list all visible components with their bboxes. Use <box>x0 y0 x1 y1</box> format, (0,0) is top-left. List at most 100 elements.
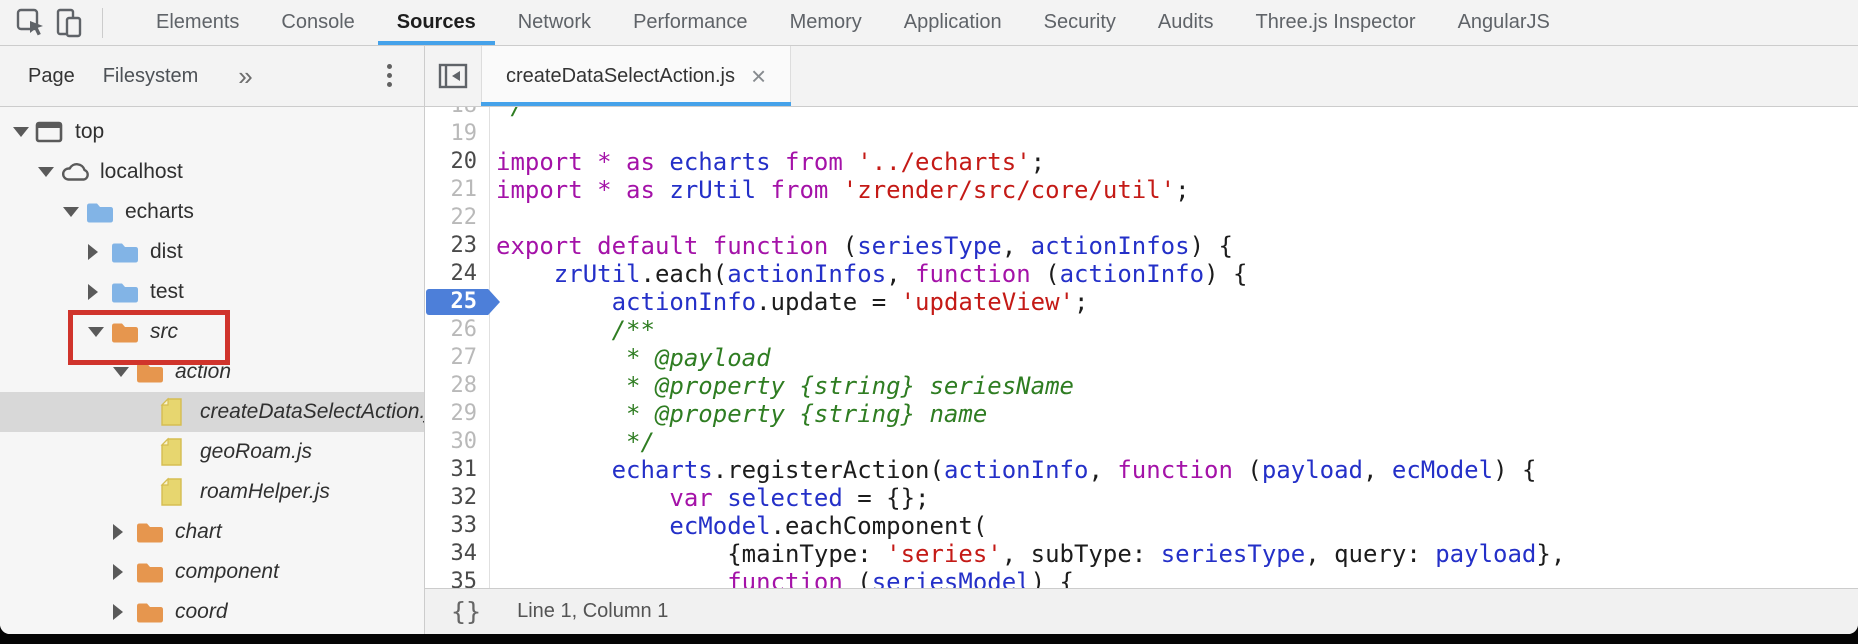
main-tab-memory[interactable]: Memory <box>789 11 862 33</box>
breakpoint-line-number[interactable]: 25 <box>425 288 500 316</box>
code-line-content[interactable]: {mainType: 'series', subType: seriesType… <box>496 540 1566 568</box>
disclosure-triangle-icon[interactable] <box>113 604 135 620</box>
line-number[interactable]: 20 <box>450 149 478 174</box>
tree-item-label: top <box>75 120 105 143</box>
hide-navigator-button[interactable] <box>425 46 481 106</box>
line-number[interactable]: 19 <box>450 121 478 146</box>
line-number[interactable]: 33 <box>450 513 478 538</box>
code-line-content[interactable]: * @property {string} seriesName <box>626 372 1074 400</box>
editor-status-bar: {} Line 1, Column 1 <box>425 588 1858 634</box>
code-line-content[interactable]: function (seriesModel) { <box>727 568 1074 588</box>
sidebar-item-src[interactable]: src <box>0 312 424 352</box>
line-number[interactable]: 31 <box>450 457 478 482</box>
gutter <box>425 107 490 588</box>
editor-tab-bar: createDataSelectAction.js × <box>425 46 1858 106</box>
tree-item-label: component <box>175 560 279 583</box>
file-tab-close-icon[interactable]: × <box>751 61 767 91</box>
line-number[interactable]: 30 <box>450 429 478 454</box>
line-number[interactable]: 35 <box>450 569 478 588</box>
code-line-content[interactable]: echarts.registerAction(actionInfo, funct… <box>611 456 1537 484</box>
sidebar-item-test[interactable]: test <box>0 272 424 312</box>
code-line-content[interactable]: * @property {string} name <box>626 400 988 428</box>
code-line-18: 18*/ <box>425 107 1858 120</box>
more-tabs-chevron-icon[interactable]: » <box>238 61 253 91</box>
line-number[interactable]: 27 <box>450 345 478 370</box>
sidebar-item-dist[interactable]: dist <box>0 232 424 272</box>
code-line-28: 28 * @property {string} seriesName <box>425 372 1858 400</box>
main-tab-network[interactable]: Network <box>517 11 592 33</box>
file-tab-createdataselectaction[interactable]: createDataSelectAction.js × <box>481 46 792 106</box>
code-line-content[interactable]: * @payload <box>626 344 771 372</box>
sidebar-tab-page[interactable]: Page <box>28 64 75 87</box>
code-line-content[interactable]: /** <box>611 316 655 344</box>
line-number[interactable]: 28 <box>450 373 478 398</box>
disclosure-triangle-icon[interactable] <box>113 564 135 580</box>
line-number[interactable]: 24 <box>450 261 478 286</box>
sidebar-item-chart[interactable]: chart <box>0 512 424 552</box>
code-line-content[interactable] <box>489 204 496 232</box>
main-tab-application[interactable]: Application <box>903 11 1002 33</box>
main-tab-console[interactable]: Console <box>281 11 355 33</box>
device-toolbar-icon <box>56 8 82 37</box>
disclosure-triangle-icon[interactable] <box>38 167 60 177</box>
overflow-menu-icon[interactable] <box>383 60 396 91</box>
main-tab-security[interactable]: Security <box>1043 11 1116 33</box>
sidebar-item-coord[interactable]: coord <box>0 592 424 632</box>
main-tab-elements[interactable]: Elements <box>156 11 240 33</box>
main-tab-sources[interactable]: Sources <box>376 0 497 45</box>
second-row: Page Filesystem » createDataSelectAction… <box>0 46 1858 107</box>
line-number[interactable]: 21 <box>450 177 478 202</box>
sidebar-item-localhost[interactable]: localhost <box>0 152 424 192</box>
sidebar-item-roamhelper-js[interactable]: roamHelper.js <box>0 472 424 512</box>
main-tab-strip: Elements Console Sources Network Performance… <box>135 0 1571 45</box>
code-line-content[interactable]: var selected = {}; <box>669 484 930 512</box>
line-number[interactable]: 32 <box>450 485 478 510</box>
line-number[interactable]: 22 <box>450 205 478 230</box>
code-line-content[interactable]: zrUtil.each(actionInfos, function (actio… <box>553 260 1248 288</box>
main-tab-three-js-inspector[interactable]: Three.js Inspector <box>1255 11 1416 33</box>
line-number[interactable]: 26 <box>450 317 478 342</box>
sidebar-tab-filesystem[interactable]: Filesystem <box>102 64 199 87</box>
sidebar-item-action[interactable]: action <box>0 352 424 392</box>
inspect-element-button[interactable] <box>12 6 50 40</box>
disclosure-triangle-icon[interactable] <box>113 367 135 377</box>
code-line-content[interactable]: import * as echarts from '../echarts'; <box>496 148 1046 176</box>
disclosure-triangle-icon[interactable] <box>88 327 110 337</box>
main-tab-performance[interactable]: Performance <box>633 11 748 33</box>
pretty-print-button[interactable]: {} <box>443 595 489 628</box>
code-line-content[interactable]: */ <box>626 428 655 456</box>
disclosure-triangle-icon[interactable] <box>88 244 110 260</box>
device-toolbar-button[interactable] <box>50 6 88 40</box>
code-line-content[interactable]: */ <box>489 107 525 120</box>
breakpoint-marker[interactable] <box>426 289 500 315</box>
sidebar-item-createdataselectaction-js[interactable]: createDataSelectAction.js <box>0 392 424 432</box>
sidebar-item-georoam-js[interactable]: geoRoam.js <box>0 432 424 472</box>
code-line-content[interactable]: export default function (seriesType, act… <box>496 232 1233 260</box>
code-line-26: 26 /** <box>425 316 1858 344</box>
sidebar-item-component[interactable]: component <box>0 552 424 592</box>
topbar-icons <box>0 6 113 40</box>
sidebar-item-top[interactable]: top <box>0 112 424 152</box>
line-number[interactable]: 23 <box>450 233 478 258</box>
line-number[interactable]: 18 <box>425 107 489 120</box>
disclosure-triangle-icon[interactable] <box>88 284 110 300</box>
main-tab-angularjs[interactable]: AngularJS <box>1457 11 1550 33</box>
code-line-content[interactable]: actionInfo.update = 'updateView'; <box>611 288 1089 316</box>
line-number[interactable]: 29 <box>450 401 478 426</box>
code-line-content[interactable] <box>489 120 496 148</box>
sidebar-item-echarts[interactable]: echarts <box>0 192 424 232</box>
line-number[interactable]: 34 <box>450 541 478 566</box>
code-line-content[interactable]: import * as zrUtil from 'zrender/src/cor… <box>496 176 1190 204</box>
disclosure-triangle-icon[interactable] <box>113 524 135 540</box>
main-tab-audits[interactable]: Audits <box>1157 11 1214 33</box>
folder-icon <box>112 283 138 303</box>
code-line-content[interactable]: ecModel.eachComponent( <box>669 512 988 540</box>
disclosure-triangle-icon[interactable] <box>63 207 85 217</box>
folder-icon <box>87 203 113 223</box>
disclosure-triangle-icon[interactable] <box>13 127 35 137</box>
